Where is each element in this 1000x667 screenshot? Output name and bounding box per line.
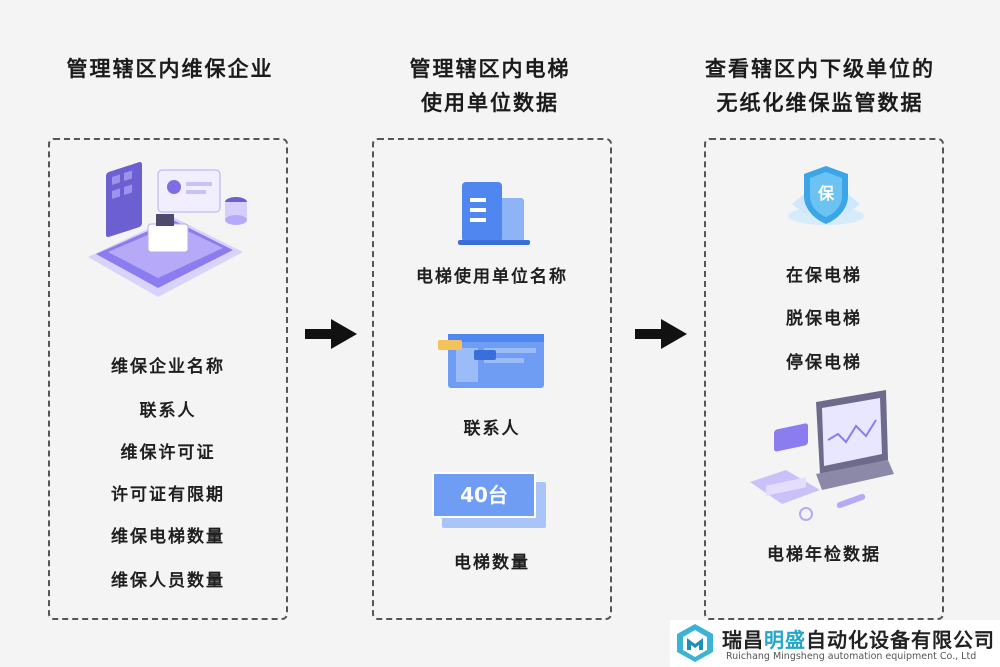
arrow-right-icon <box>635 319 687 349</box>
in-service-label: 在保电梯 <box>786 266 862 286</box>
building-icon <box>458 182 530 245</box>
contact-window-icon <box>438 334 544 388</box>
company-english-name: Ruichang Mingsheng automation equipment … <box>726 651 977 662</box>
elevator-count-card: 40台 <box>432 472 546 528</box>
laptop-illustration <box>750 390 894 521</box>
shield-icon: 保 <box>784 164 868 234</box>
maintenance-companies-panel: 维保企业名称 联系人 维保许可证 许可证有限期 维保电梯数量 维保人员数量 <box>48 138 288 620</box>
arrow-right-icon <box>305 319 357 349</box>
column-3-title-line-1: 查看辖区内下级单位的 <box>705 57 935 81</box>
out-of-service-label: 脱保电梯 <box>786 309 862 329</box>
company-name-part1: 瑞昌 <box>722 628 764 652</box>
suspended-label: 停保电梯 <box>786 353 862 373</box>
maintenance-staff-count-label: 维保人员数量 <box>111 571 225 591</box>
column-1-title: 管理辖区内维保企业 <box>30 52 310 86</box>
company-name: 瑞昌明盛自动化设备有限公司 <box>722 624 995 653</box>
contact-label: 联系人 <box>139 401 197 421</box>
contact-label: 联系人 <box>463 419 521 439</box>
annual-inspection-label: 电梯年检数据 <box>767 545 881 565</box>
shield-text: 保 <box>817 184 834 203</box>
column-3-title: 查看辖区内下级单位的 无纸化维保监管数据 <box>660 52 980 120</box>
column-3-title-line-2: 无纸化维保监管数据 <box>716 91 924 115</box>
company-logo-icon <box>677 624 713 662</box>
elevator-count-value: 40台 <box>432 472 536 518</box>
company-name-label: 维保企业名称 <box>111 357 225 377</box>
elevator-count-label: 电梯数量 <box>454 553 530 573</box>
column-2-title-line-1: 管理辖区内电梯 <box>409 57 571 81</box>
unit-name-label: 电梯使用单位名称 <box>416 267 568 287</box>
column-1-title-line: 管理辖区内维保企业 <box>66 57 274 81</box>
company-name-highlight: 明盛 <box>764 628 806 652</box>
column-2-title: 管理辖区内电梯 使用单位数据 <box>360 52 620 120</box>
company-logo: 瑞昌明盛自动化设备有限公司 Ruichang Mingsheng automat… <box>670 620 1000 667</box>
column-2-title-line-2: 使用单位数据 <box>421 91 559 115</box>
license-label: 维保许可证 <box>120 443 216 463</box>
supervision-data-panel: 保 在保电梯 脱保电梯 停保电梯 电梯年检数据 <box>704 138 944 620</box>
elevator-users-panel: 电梯使用单位名称 联系人 40台 电梯数量 <box>372 138 612 620</box>
company-name-part2: 自动化设备有限公司 <box>806 628 995 652</box>
license-validity-label: 许可证有限期 <box>111 485 225 505</box>
dashboard-illustration <box>88 162 247 297</box>
maintained-elevator-count-label: 维保电梯数量 <box>111 527 225 547</box>
